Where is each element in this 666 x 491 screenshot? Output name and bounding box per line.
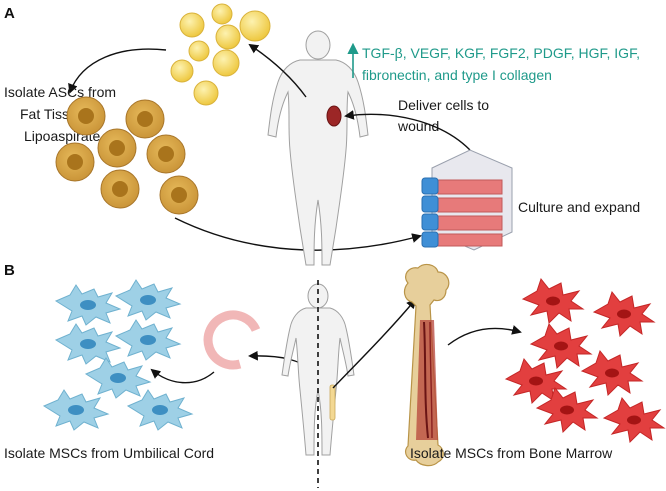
asc-label-line1: Isolate ASCs from (4, 84, 116, 100)
arrow-body-to-fat (248, 43, 307, 98)
msc-cell-blue (115, 319, 181, 361)
panel-a-letter: A (4, 5, 15, 22)
fat-cell (179, 12, 205, 38)
asc-cell (55, 142, 95, 182)
fat-cell-cluster (170, 3, 271, 106)
umbilical-msc-cluster (43, 279, 193, 431)
umbilical-label: Isolate MSCs from Umbilical Cord (4, 445, 214, 461)
fat-cell (212, 49, 240, 77)
msc-cell-blue (127, 389, 193, 431)
arrow-culture-to-wound (344, 110, 471, 151)
bone-marrow-label: Isolate MSCs from Bone Marrow (410, 445, 613, 461)
arrow-cord-to-msc (150, 368, 215, 384)
femur-small-icon (329, 384, 336, 421)
msc-cell-red (593, 291, 655, 337)
msc-cell-blue (55, 284, 121, 326)
msc-cell-blue (115, 279, 181, 321)
arrow-fat-to-asc (68, 48, 167, 94)
fat-cell (188, 40, 210, 62)
fat-cell (239, 10, 271, 42)
fat-cell (170, 59, 194, 83)
wound-icon (326, 105, 342, 127)
flask-cap (421, 231, 439, 248)
culture-label: Culture and expand (518, 199, 640, 215)
msc-cell-red (530, 323, 592, 369)
bone-marrow-msc-cluster (505, 278, 665, 443)
asc-cell-cluster (55, 96, 199, 215)
umbilical-cord-icon (203, 310, 261, 370)
asc-cell (146, 134, 186, 174)
factors-line2: fibronectin, and type I collagen (362, 67, 552, 83)
msc-cell-blue (43, 389, 109, 431)
msc-cell-red (581, 350, 643, 396)
arrow-body-to-bone (332, 298, 417, 389)
deliver-label-line2: wound (397, 118, 439, 134)
fat-cell (211, 3, 233, 25)
factors-line1: TGF-β, VEGF, KGF, FGF2, PDGF, HGF, IGF, (362, 45, 640, 61)
flask-cap (421, 213, 439, 231)
flask-cap (421, 177, 439, 195)
flask-layer (421, 195, 503, 213)
deliver-label-line1: Deliver cells to (398, 97, 489, 113)
asc-cell (159, 175, 199, 215)
culture-flask-stack (421, 149, 513, 251)
msc-cell-blue (55, 323, 121, 365)
asc-cell (100, 169, 140, 209)
panel-b-letter: B (4, 262, 15, 279)
femur-bone-icon (403, 263, 450, 467)
flask-layer (421, 213, 503, 231)
fat-cell (215, 24, 241, 50)
patient-body-outline (267, 30, 369, 266)
msc-cell-red (522, 278, 584, 324)
arrow-asc-to-culture (174, 217, 422, 251)
msc-cell-blue (85, 357, 151, 399)
asc-cell (125, 99, 165, 139)
fat-cell (193, 80, 219, 106)
flask-layer (421, 177, 503, 195)
flask-cap (421, 195, 439, 213)
asc-cell (66, 96, 106, 136)
flask-layer (421, 231, 503, 248)
asc-cell (97, 128, 137, 168)
arrow-bone-to-msc (447, 325, 522, 346)
msc-cell-red (603, 397, 665, 443)
